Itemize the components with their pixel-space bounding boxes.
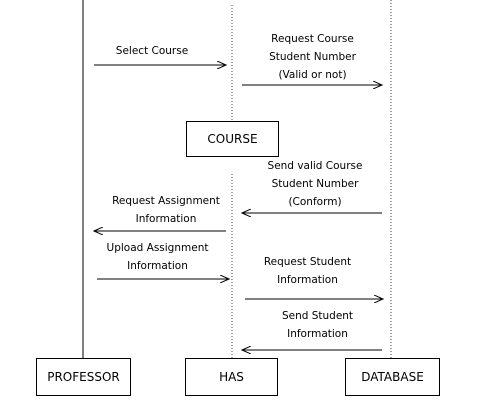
course-label: COURSE — [207, 132, 258, 146]
send-student-information-label: Send Student Information — [281, 310, 354, 340]
has-box: HAS — [185, 358, 278, 396]
has-label: HAS — [219, 370, 244, 384]
professor-label: PROFESSOR — [47, 370, 120, 384]
professor-box: PROFESSOR — [36, 358, 131, 396]
send-valid-course-student-number-label: Send valid Course Student Number (Confor… — [267, 160, 363, 208]
request-student-information-label: Request Student Information — [263, 256, 352, 286]
database-box: DATABASE — [345, 358, 440, 396]
course-box: COURSE — [186, 121, 279, 157]
select-course-label: Select Course — [115, 45, 189, 57]
request-course-student-number-label: Request Course Student Number (Valid or … — [269, 33, 356, 81]
upload-assignment-information-label: Upload Assignment Information — [106, 242, 209, 272]
request-assignment-information-label: Request Assignment Information — [112, 195, 220, 225]
database-label: DATABASE — [361, 370, 424, 384]
